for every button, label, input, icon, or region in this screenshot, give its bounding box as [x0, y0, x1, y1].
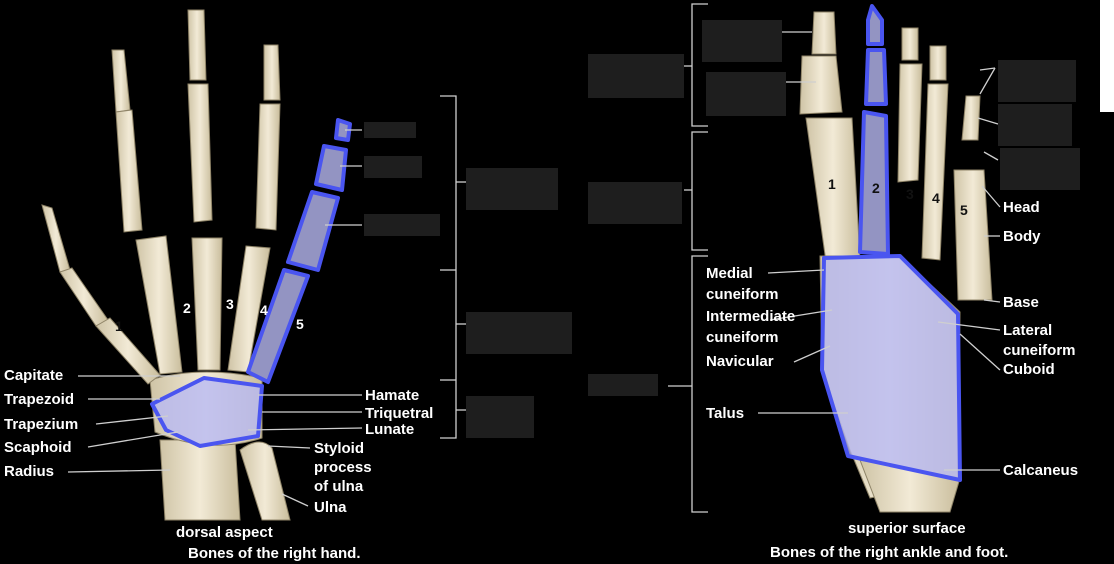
hand-digit-5: 5 — [296, 316, 304, 332]
label-lunate: Lunate — [365, 421, 415, 438]
label-trapezium: Trapezium — [4, 416, 79, 433]
foot-digit-2: 2 — [872, 180, 880, 196]
foot-highlights — [820, 4, 962, 482]
label-intermediate-cuneiform-2: cuneiform — [706, 329, 779, 346]
foot-caption-aspect: superior surface — [848, 520, 966, 537]
foot-digit-4: 4 — [932, 190, 940, 206]
hand-caption-title: Bones of the right hand. — [188, 545, 361, 562]
foot-digit-5: 5 — [960, 202, 968, 218]
hand-digit-1: 1 — [115, 318, 123, 334]
blank-label-box[interactable] — [466, 312, 572, 354]
blank-label-box[interactable] — [588, 182, 682, 224]
label-intermediate-cuneiform-1: Intermediate — [706, 308, 796, 325]
foot-digit-1: 1 — [828, 176, 836, 192]
blank-label-box[interactable] — [702, 20, 782, 62]
label-base: Base — [1003, 294, 1039, 311]
label-lateral-cuneiform-2: cuneiform — [1003, 342, 1076, 359]
blank-label-box[interactable] — [364, 156, 422, 178]
hand-highlights — [150, 118, 352, 448]
corner-panel — [1100, 0, 1114, 112]
label-cuboid: Cuboid — [1003, 361, 1055, 378]
label-talus: Talus — [706, 405, 745, 422]
blank-label-box[interactable] — [364, 214, 440, 236]
label-styloid-3: of ulna — [314, 478, 364, 495]
blank-label-box[interactable] — [466, 396, 534, 438]
label-lateral-cuneiform-1: Lateral — [1003, 322, 1053, 339]
label-body: Body — [1003, 228, 1041, 245]
label-styloid-1: Styloid — [314, 440, 365, 457]
blank-label-box[interactable] — [1000, 148, 1080, 190]
hand-digit-4: 4 — [260, 302, 268, 318]
hand-leader-lines — [67, 129, 363, 507]
blank-label-box[interactable] — [588, 54, 684, 98]
label-ulna: Ulna — [314, 499, 347, 516]
blank-label-box[interactable] — [998, 60, 1076, 102]
label-trapezoid: Trapezoid — [4, 391, 75, 408]
hand-bracket — [440, 95, 466, 439]
label-capitate: Capitate — [4, 367, 64, 384]
hand-digit-3: 3 — [226, 296, 234, 312]
blank-label-box[interactable] — [364, 122, 416, 138]
label-scaphoid: Scaphoid — [4, 439, 72, 456]
hand-caption-aspect: dorsal aspect — [176, 524, 273, 541]
label-medial-cuneiform-1: Medial — [706, 265, 753, 282]
label-medial-cuneiform-2: cuneiform — [706, 286, 779, 303]
label-head: Head — [1003, 199, 1040, 216]
foot-bracket — [668, 3, 708, 513]
foot-leader-lines — [758, 31, 1001, 471]
label-navicular: Navicular — [706, 353, 774, 370]
blank-label-box[interactable] — [706, 72, 786, 116]
label-styloid-2: process — [314, 459, 372, 476]
blank-label-box[interactable] — [998, 104, 1072, 146]
label-radius: Radius — [4, 463, 55, 480]
foot-caption-title: Bones of the right ankle and foot. — [770, 544, 1009, 561]
label-calcaneus: Calcaneus — [1003, 462, 1079, 479]
label-triquetral: Triquetral — [365, 405, 434, 422]
blank-label-box[interactable] — [466, 168, 558, 210]
hand-digit-2: 2 — [183, 300, 191, 316]
label-hamate: Hamate — [365, 387, 420, 404]
foot-digit-3: 3 — [906, 186, 914, 202]
blank-label-box[interactable] — [588, 374, 658, 396]
hand-bones — [41, 9, 291, 521]
